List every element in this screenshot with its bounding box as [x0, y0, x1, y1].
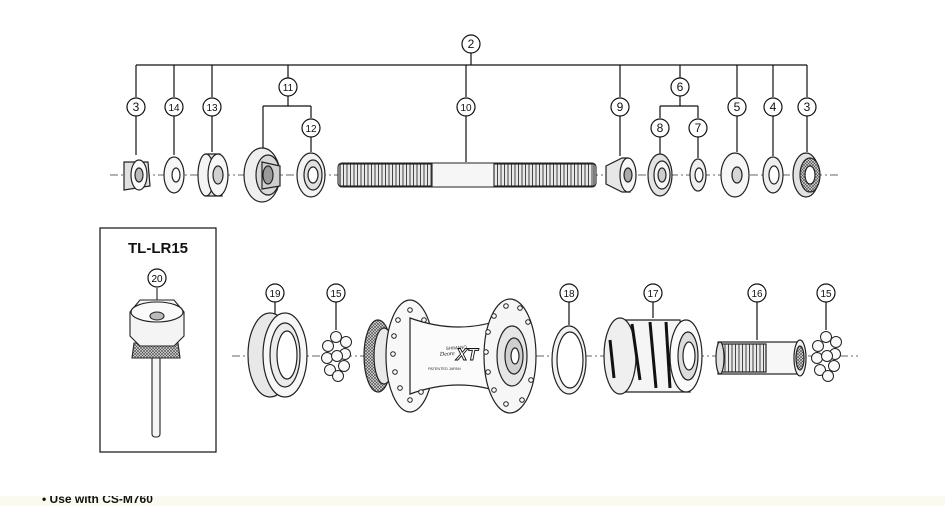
callout-label: 4 [770, 100, 777, 114]
dust-cap-right [647, 153, 673, 197]
callout-cone-spacer-left [202, 97, 222, 117]
callout-label: 9 [617, 100, 624, 114]
washer-right [762, 156, 784, 194]
callout-label: 20 [151, 274, 163, 285]
callout-label: 12 [305, 124, 317, 135]
hub-model-text: XT [455, 345, 479, 364]
callout-spacer-right [727, 97, 747, 117]
callout-label: 15 [820, 289, 832, 300]
hub-axle [337, 162, 597, 188]
lock-nut-left [123, 159, 151, 191]
callout-tool [147, 268, 167, 288]
cone-spacer-left [197, 153, 229, 197]
callout-label: 15 [330, 289, 342, 300]
callout-label: 19 [269, 289, 281, 300]
spacer-ring [551, 325, 587, 395]
callout-label: 14 [168, 103, 180, 114]
callout-balls-left [326, 283, 346, 303]
hub-origin-text: PATENTED JAPAN [428, 367, 461, 371]
callout-freehub-body [643, 283, 663, 303]
hub-body [363, 298, 537, 414]
seal-ring-right [689, 158, 707, 192]
callout-freehub-fixing-bolt [747, 283, 767, 303]
hub-maker-text: SHIMANO [446, 345, 468, 351]
callout-dust-cover [265, 283, 285, 303]
callout-right-cone-assembly [670, 77, 690, 97]
hub-series-text: Deore [439, 351, 455, 358]
lock-nut-right [792, 152, 821, 198]
callout-label: 16 [751, 289, 763, 300]
ball-bearings-left [321, 331, 352, 382]
tool-name-label: TL-LR15 [128, 240, 188, 257]
freehub-body [603, 317, 703, 395]
callout-label: 13 [206, 103, 218, 114]
callout-axle-assembly [461, 34, 481, 54]
callout-spacer-ring [559, 283, 579, 303]
callout-lock-nut-left [126, 97, 146, 117]
tool-box [99, 227, 217, 453]
callout-dust-cap-right [650, 118, 670, 138]
left-cone [243, 147, 281, 203]
ball-bearings-right [811, 331, 842, 382]
callout-label: 7 [695, 121, 702, 135]
callout-dust-cap-left [301, 118, 321, 138]
callout-label: 17 [647, 289, 659, 300]
dust-cap-left [296, 152, 326, 198]
callout-label: 6 [677, 80, 684, 94]
callout-washer-left [164, 97, 184, 117]
callout-cone-right [610, 97, 630, 117]
axle-assembly-bracket [135, 53, 808, 162]
callout-label: 5 [734, 100, 741, 114]
callout-lock-nut-right [797, 97, 817, 117]
freehub-fixing-bolt [715, 339, 807, 377]
callout-hub-axle [456, 97, 476, 117]
callout-label: 3 [133, 100, 140, 114]
footnote-band: • Use with CS-M760 [0, 496, 945, 506]
spacer-right [720, 152, 750, 198]
cone-right [605, 157, 637, 193]
callout-washer-right [763, 97, 783, 117]
callout-label: 3 [804, 100, 811, 114]
bottom-leaders [274, 302, 827, 340]
callout-label: 10 [460, 103, 472, 114]
top-callouts [126, 34, 817, 138]
callout-balls-right [816, 283, 836, 303]
washer-left [163, 156, 185, 194]
callout-left-cone-assembly [278, 77, 298, 97]
dust-cover [247, 312, 308, 398]
callout-label: 11 [283, 83, 294, 94]
footnote-text: • Use with CS-M760 [42, 496, 153, 506]
callout-label: 2 [468, 37, 475, 51]
spoke-holes [390, 303, 534, 407]
callout-label: 18 [563, 289, 575, 300]
lockring-tool [129, 288, 185, 438]
callout-seal-ring-right [688, 118, 708, 138]
callout-label: 8 [657, 121, 664, 135]
